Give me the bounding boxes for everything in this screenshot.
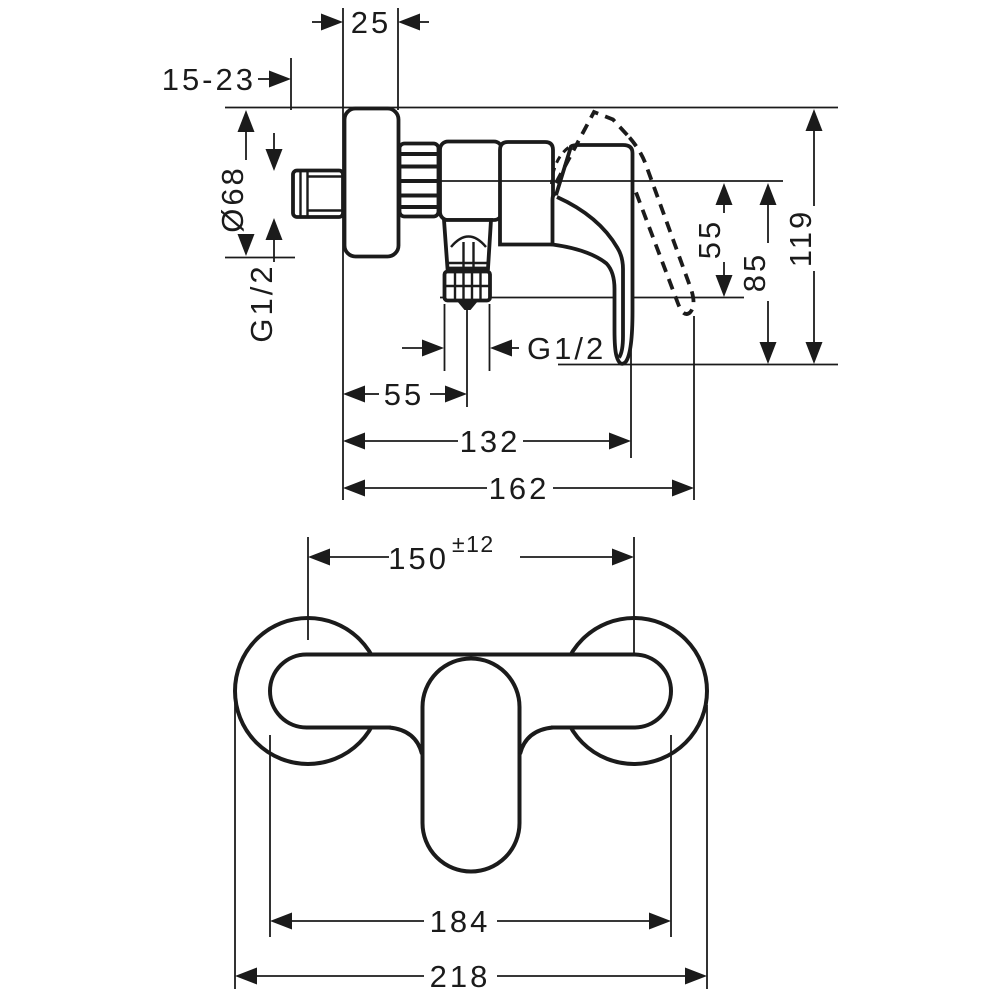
handle-fillet-right: [518, 725, 554, 755]
arrowhead-right-icon: [422, 339, 444, 357]
dim-projection-body: 132: [343, 424, 631, 459]
dim-overall-width: 218: [235, 959, 707, 994]
arrowhead-up-icon: [805, 109, 823, 131]
hose-nut-ribs: [445, 272, 490, 300]
side-view-dimensions: 25 15-23 Ø68 G1/2 55: [162, 5, 823, 506]
arrowhead-left-icon: [235, 967, 257, 985]
arrowhead-down-icon: [265, 149, 283, 171]
dim-text-lever-rise: 55: [692, 219, 727, 259]
arrowhead-up-icon: [759, 183, 777, 205]
dim-overall-height: 119: [783, 109, 823, 364]
outlet-body: [441, 218, 494, 271]
arrowhead-right-icon: [672, 479, 694, 497]
front-view-fixture: [233, 616, 709, 874]
handle-fillet-left: [388, 725, 424, 755]
arrowhead-left-icon: [308, 548, 330, 566]
front-view-dimensions: 150 ±12 184 218: [235, 531, 707, 994]
arrowhead-left-icon: [343, 432, 365, 450]
arrowhead-right-icon: [612, 548, 634, 566]
arrowhead-up-icon: [715, 183, 733, 205]
body-bar-outline: [268, 652, 673, 730]
arrowhead-left-icon: [270, 912, 292, 930]
dim-text-projection-body: 132: [460, 424, 521, 459]
arrowhead-right-icon: [445, 385, 467, 403]
lever-handle: [550, 143, 635, 366]
dim-outlet-offset: 55: [343, 377, 467, 412]
arrowhead-down-icon: [759, 342, 777, 364]
arrowhead-left-icon: [398, 13, 420, 31]
mixer-body-outline: [498, 140, 555, 247]
arrowhead-down-icon: [715, 275, 733, 297]
arrowhead-up-icon: [237, 110, 255, 132]
arrowhead-right-icon: [321, 13, 343, 31]
dim-text-escutcheon-diameter: Ø68: [215, 165, 250, 233]
dim-text-overall-height: 119: [783, 209, 818, 267]
handle-inner-contour: [556, 195, 625, 359]
raised-handle-lever-dashed: [628, 136, 696, 316]
dim-text-overall-width: 218: [430, 959, 491, 994]
arrowhead-down-icon: [237, 234, 255, 256]
dim-text-connection-distance: 150: [388, 541, 449, 576]
arrowhead-right-icon: [269, 70, 291, 88]
dim-wall-adjust: 15-23: [162, 62, 291, 97]
dim-text-outlet-thread: G1/2: [527, 331, 606, 366]
arrowhead-right-icon: [609, 432, 631, 450]
arrowhead-down-icon: [805, 342, 823, 364]
dim-outlet-height: 85: [737, 183, 777, 364]
dim-projection-max: 162: [343, 471, 694, 506]
dim-inlet-thread: G1/2: [244, 133, 283, 343]
dim-text-connection-tolerance: ±12: [452, 531, 495, 557]
dim-escutcheon-depth: 25: [312, 5, 429, 40]
dim-lever-rise: 55: [692, 183, 733, 297]
inlet-nipple: [291, 168, 345, 219]
dim-text-inlet-thread: G1/2: [244, 263, 279, 342]
shower-outlet: [441, 218, 494, 310]
dim-body-width: 184: [270, 904, 671, 939]
lever-handle-raised-dashed: [550, 109, 696, 316]
dim-text-escutcheon-depth: 25: [351, 5, 391, 40]
handle-front-outline: [420, 656, 522, 874]
arrowhead-up-icon: [265, 218, 283, 240]
outlet-dome-arc: [450, 235, 487, 248]
dim-text-outlet-offset: 55: [384, 377, 424, 412]
dim-text-outlet-height: 85: [737, 252, 772, 292]
dim-text-projection-max: 162: [489, 471, 550, 506]
dim-text-wall-adjust: 15-23: [162, 62, 256, 97]
escutcheon-side-outline: [342, 106, 401, 259]
arrowhead-right-icon: [685, 967, 707, 985]
dim-text-body-width: 184: [430, 904, 491, 939]
arrowhead-left-icon: [490, 339, 512, 357]
dim-connection-distance: 150 ±12: [308, 531, 634, 576]
arrowhead-left-icon: [343, 479, 365, 497]
dim-outlet-thread: G1/2: [402, 331, 606, 366]
handle-pivot-arc: [550, 146, 570, 185]
union-nut: [397, 141, 441, 219]
arrowhead-left-icon: [343, 385, 365, 403]
handle-outline: [550, 143, 635, 366]
outlet-tip: [457, 301, 478, 310]
front-view-reference-lines: [234, 537, 708, 989]
side-view-fixture: [291, 106, 635, 366]
arrowhead-right-icon: [649, 912, 671, 930]
dim-escutcheon-diameter: Ø68: [215, 110, 295, 259]
raised-handle-cap-dashed: [554, 109, 631, 184]
